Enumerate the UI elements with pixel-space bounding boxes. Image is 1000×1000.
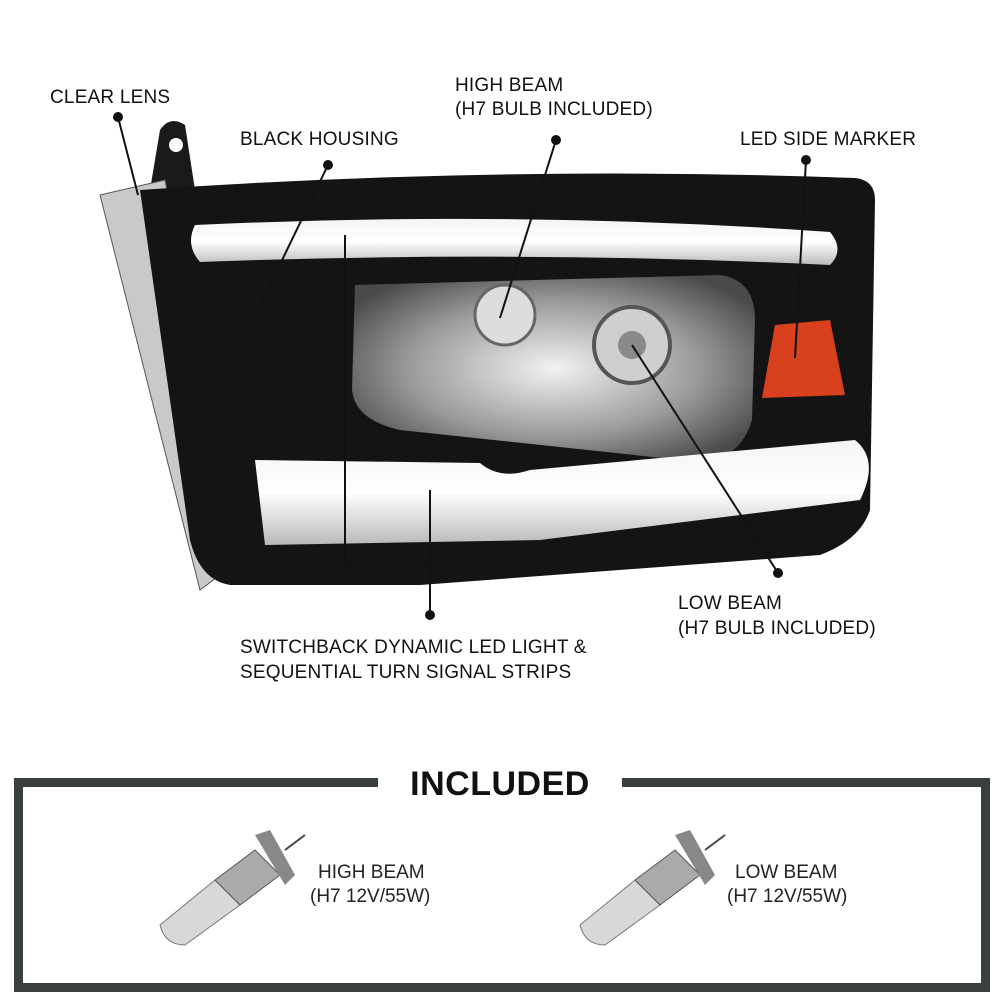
callout-dot bbox=[323, 160, 333, 170]
high-beam-label: HIGH BEAM bbox=[455, 75, 564, 96]
included-title: INCLUDED bbox=[410, 765, 590, 803]
low-beam-sublabel: (H7 BULB INCLUDED) bbox=[678, 618, 876, 639]
callout-dot bbox=[773, 568, 783, 578]
high-beam-sublabel: (H7 BULB INCLUDED) bbox=[455, 99, 653, 120]
bulb-name: HIGH BEAM bbox=[318, 862, 425, 883]
clear-lens-label: CLEAR LENS bbox=[50, 87, 171, 108]
callout-dot bbox=[551, 135, 561, 145]
top-led-strip bbox=[191, 218, 838, 265]
bulb-spec: (H7 12V/55W) bbox=[727, 886, 848, 907]
black-housing-label: BLACK HOUSING bbox=[240, 129, 399, 150]
led-side-marker-label: LED SIDE MARKER bbox=[740, 129, 917, 150]
led-side-marker bbox=[762, 320, 845, 398]
bulb-name: LOW BEAM bbox=[735, 862, 838, 883]
bottom-led-strip bbox=[255, 440, 869, 545]
callout-dot bbox=[801, 155, 811, 165]
bulb-spec: (H7 12V/55W) bbox=[310, 886, 431, 907]
low-beam-label: LOW BEAM bbox=[678, 593, 783, 614]
switchback-sublabel: SEQUENTIAL TURN SIGNAL STRIPS bbox=[240, 662, 572, 683]
callout-dot bbox=[113, 112, 123, 122]
high-beam-bulb bbox=[473, 283, 537, 347]
mounting-tab bbox=[150, 121, 195, 190]
headlight-illustration bbox=[99, 112, 875, 620]
switchback-label: SWITCHBACK DYNAMIC LED LIGHT & bbox=[240, 637, 587, 658]
callout-dot bbox=[425, 610, 435, 620]
